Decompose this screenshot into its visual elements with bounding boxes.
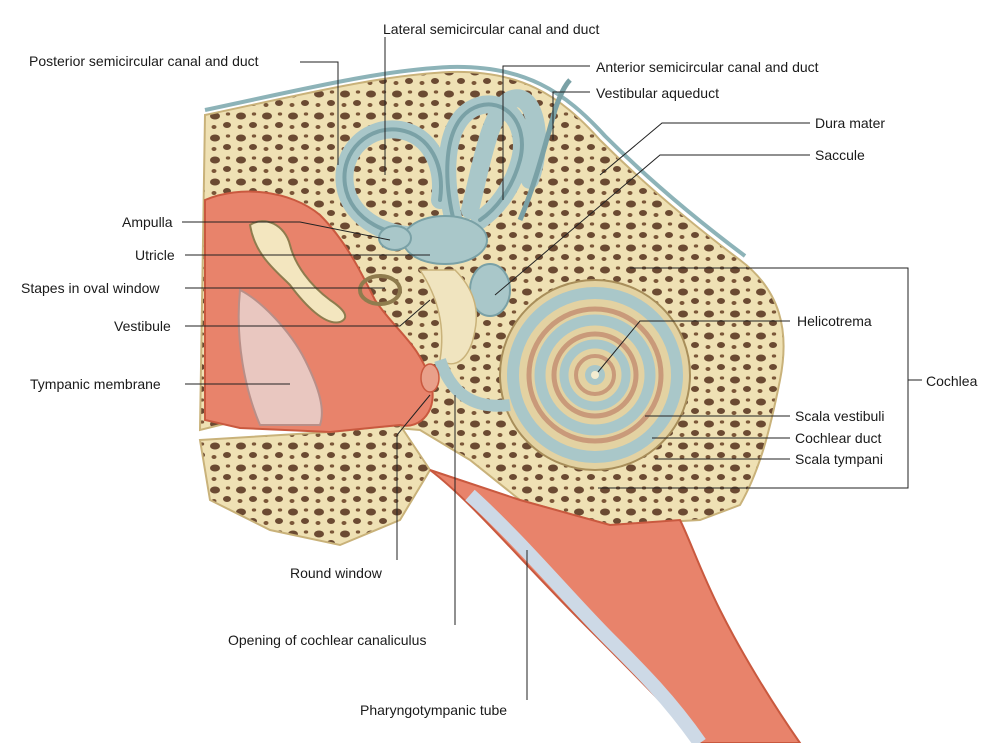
label-tympanic-membrane: Tympanic membrane	[30, 376, 161, 392]
vestibular-aqueduct-duct	[517, 78, 572, 221]
round-window-shape	[420, 363, 440, 393]
label-cochlea: Cochlea	[926, 373, 978, 389]
utricle-shape	[402, 215, 488, 265]
cochlear-duct-stem	[434, 357, 511, 412]
cochlea-shape	[499, 279, 691, 471]
tympanic-membrane-shape	[237, 288, 323, 426]
label-cochlear-duct: Cochlear duct	[795, 430, 882, 446]
label-anterior-canal: Anterior semicircular canal and duct	[596, 59, 819, 75]
label-vestibule: Vestibule	[114, 318, 171, 334]
label-scala-vestibuli: Scala vestibuli	[795, 408, 885, 424]
dura-mater-layer	[204, 64, 747, 258]
temporal-bone-lower	[198, 423, 432, 547]
label-round-window: Round window	[290, 565, 382, 581]
label-dura-mater: Dura mater	[815, 115, 886, 131]
label-saccule: Saccule	[815, 147, 865, 163]
label-helicotrema: Helicotrema	[797, 313, 872, 329]
label-lateral-canal: Lateral semicircular canal and duct	[383, 21, 600, 37]
label-ampulla: Ampulla	[122, 214, 173, 230]
label-vestibular-aqueduct: Vestibular aqueduct	[596, 85, 719, 101]
vestibule-region	[418, 269, 477, 365]
label-cochlear-canaliculus: Opening of cochlear canaliculus	[228, 632, 427, 648]
ampulla-shape	[378, 225, 412, 251]
label-pharyngotympanic-tube: Pharyngotympanic tube	[360, 702, 508, 718]
stapes-shape	[248, 220, 347, 324]
leader-lines	[182, 37, 922, 700]
label-posterior-canal: Posterior semicircular canal and duct	[29, 53, 259, 69]
label-stapes: Stapes in oval window	[21, 280, 160, 296]
oval-window-ring	[358, 274, 402, 306]
label-utricle: Utricle	[135, 247, 175, 263]
label-scala-tympani: Scala tympani	[795, 451, 883, 467]
tube-lining	[465, 489, 706, 743]
